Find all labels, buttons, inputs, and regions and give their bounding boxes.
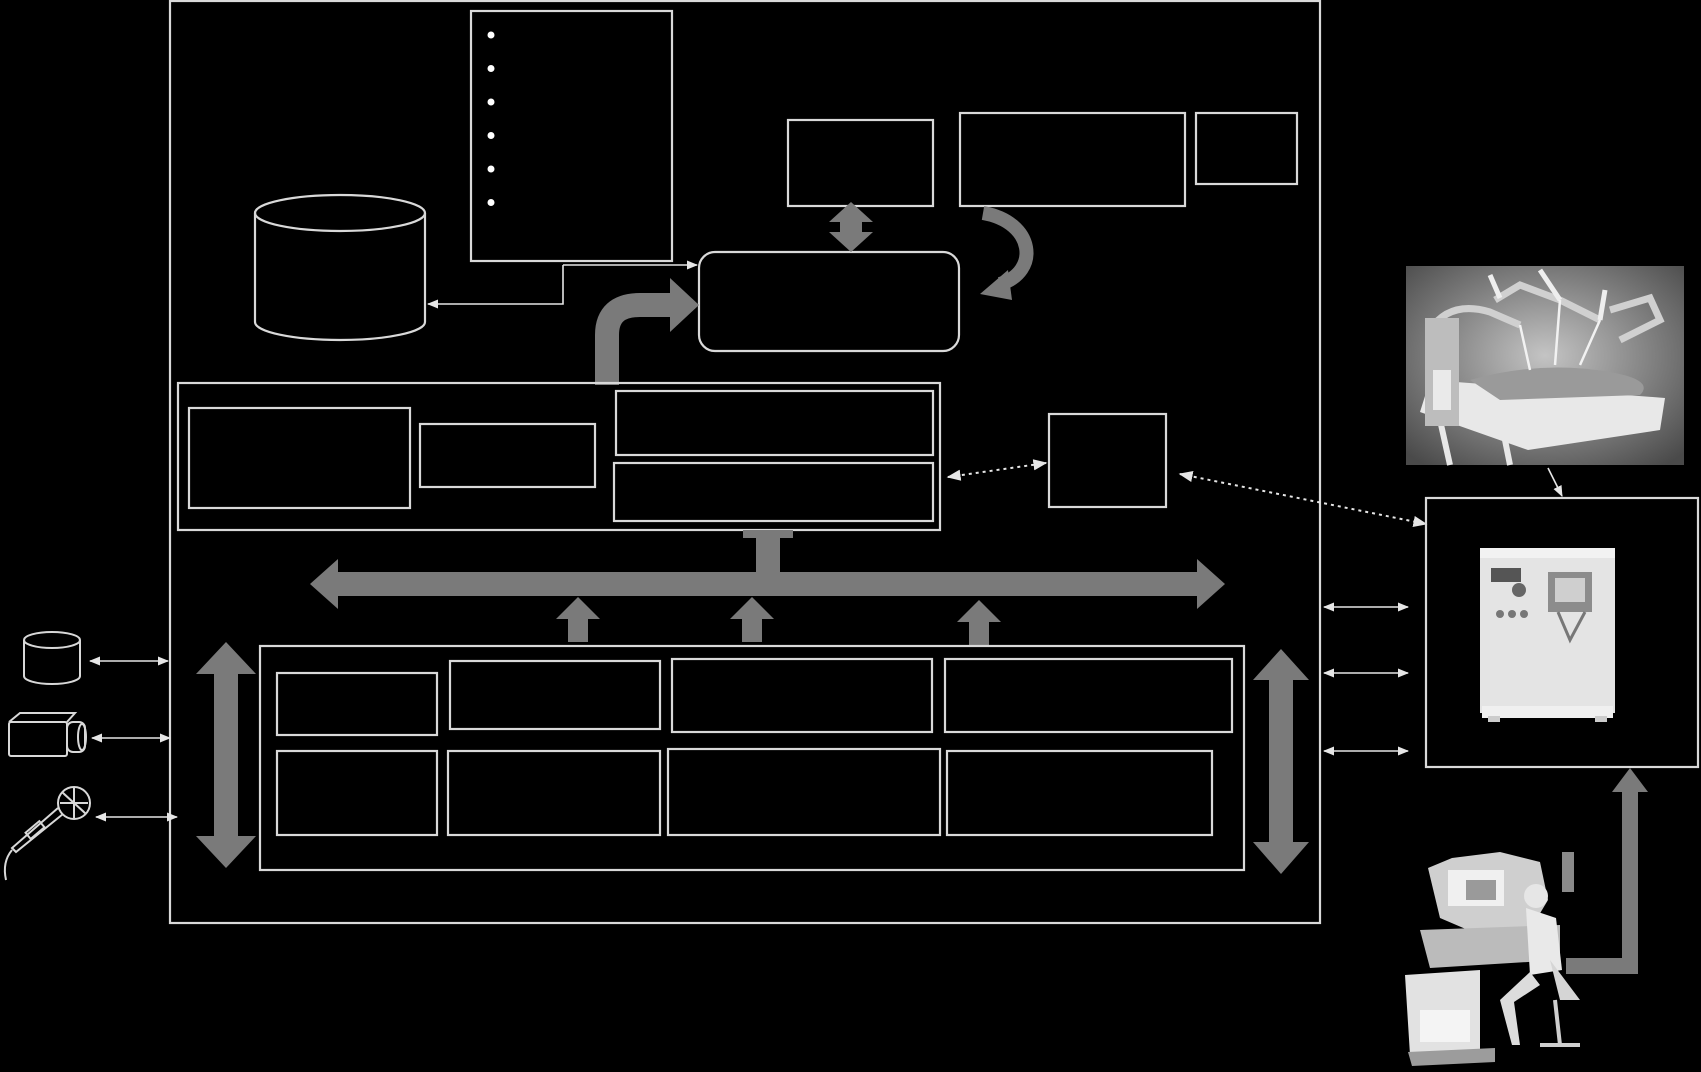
dotted-link-interface-tower — [1178, 471, 1428, 527]
up-arrow-1 — [556, 597, 600, 642]
processor-module-double-arrow — [829, 202, 873, 252]
bullet-point — [487, 65, 495, 72]
bullet-point — [487, 132, 495, 139]
microphone-icon — [3, 786, 91, 881]
surgeon-console-image — [1405, 852, 1580, 1066]
top-module-box-3 — [1194, 111, 1299, 186]
feedback-curved-arrow — [980, 206, 1034, 300]
bullet-point — [487, 31, 495, 39]
bullet-point — [487, 199, 495, 206]
surgical-robot-patient-side-cart-image — [1406, 266, 1684, 466]
database-cylinder-icon — [23, 631, 81, 685]
module-box-r1c1 — [275, 671, 439, 737]
vision-cart-tower-image — [1424, 496, 1700, 769]
main-system-frame — [168, 0, 1322, 925]
bullet-point — [487, 165, 495, 173]
module-box-r1c2 — [448, 659, 662, 731]
module-box-r1c4 — [943, 657, 1234, 734]
bullet-list-panel — [469, 9, 674, 263]
central-processor-box — [697, 250, 961, 353]
interface-box — [1047, 412, 1168, 509]
up-arrow-2 — [730, 597, 774, 642]
control-sub-box-4 — [612, 461, 935, 523]
bullet-points — [487, 31, 495, 206]
module-box-r2c3 — [666, 747, 942, 837]
right-vertical-double-arrow — [1253, 649, 1309, 874]
control-to-processor-arrow — [595, 278, 699, 385]
module-box-r1c3 — [670, 657, 934, 734]
top-module-box-1 — [786, 118, 935, 208]
left-vertical-double-arrow — [196, 642, 256, 868]
database-connector — [426, 260, 699, 309]
module-block — [258, 644, 1246, 872]
module-box-r2c4 — [945, 749, 1214, 837]
top-module-box-2 — [958, 111, 1187, 208]
dotted-link-control-interface — [946, 459, 1048, 481]
up-arrow-3 — [957, 600, 1001, 645]
video-camera-icon — [8, 712, 87, 757]
control-sub-box-2 — [418, 422, 597, 489]
robot-to-tower-link — [1547, 467, 1563, 498]
database-store-icon — [253, 193, 427, 342]
bullet-point — [487, 98, 495, 106]
control-sub-box-1 — [187, 406, 412, 510]
module-box-r2c2 — [446, 749, 662, 837]
module-box-r2c1 — [275, 749, 439, 837]
system-bus-arrow — [310, 530, 1225, 609]
console-to-tower-arrow — [1566, 768, 1648, 974]
control-sub-box-3 — [614, 389, 935, 457]
control-panel-group — [176, 381, 942, 532]
